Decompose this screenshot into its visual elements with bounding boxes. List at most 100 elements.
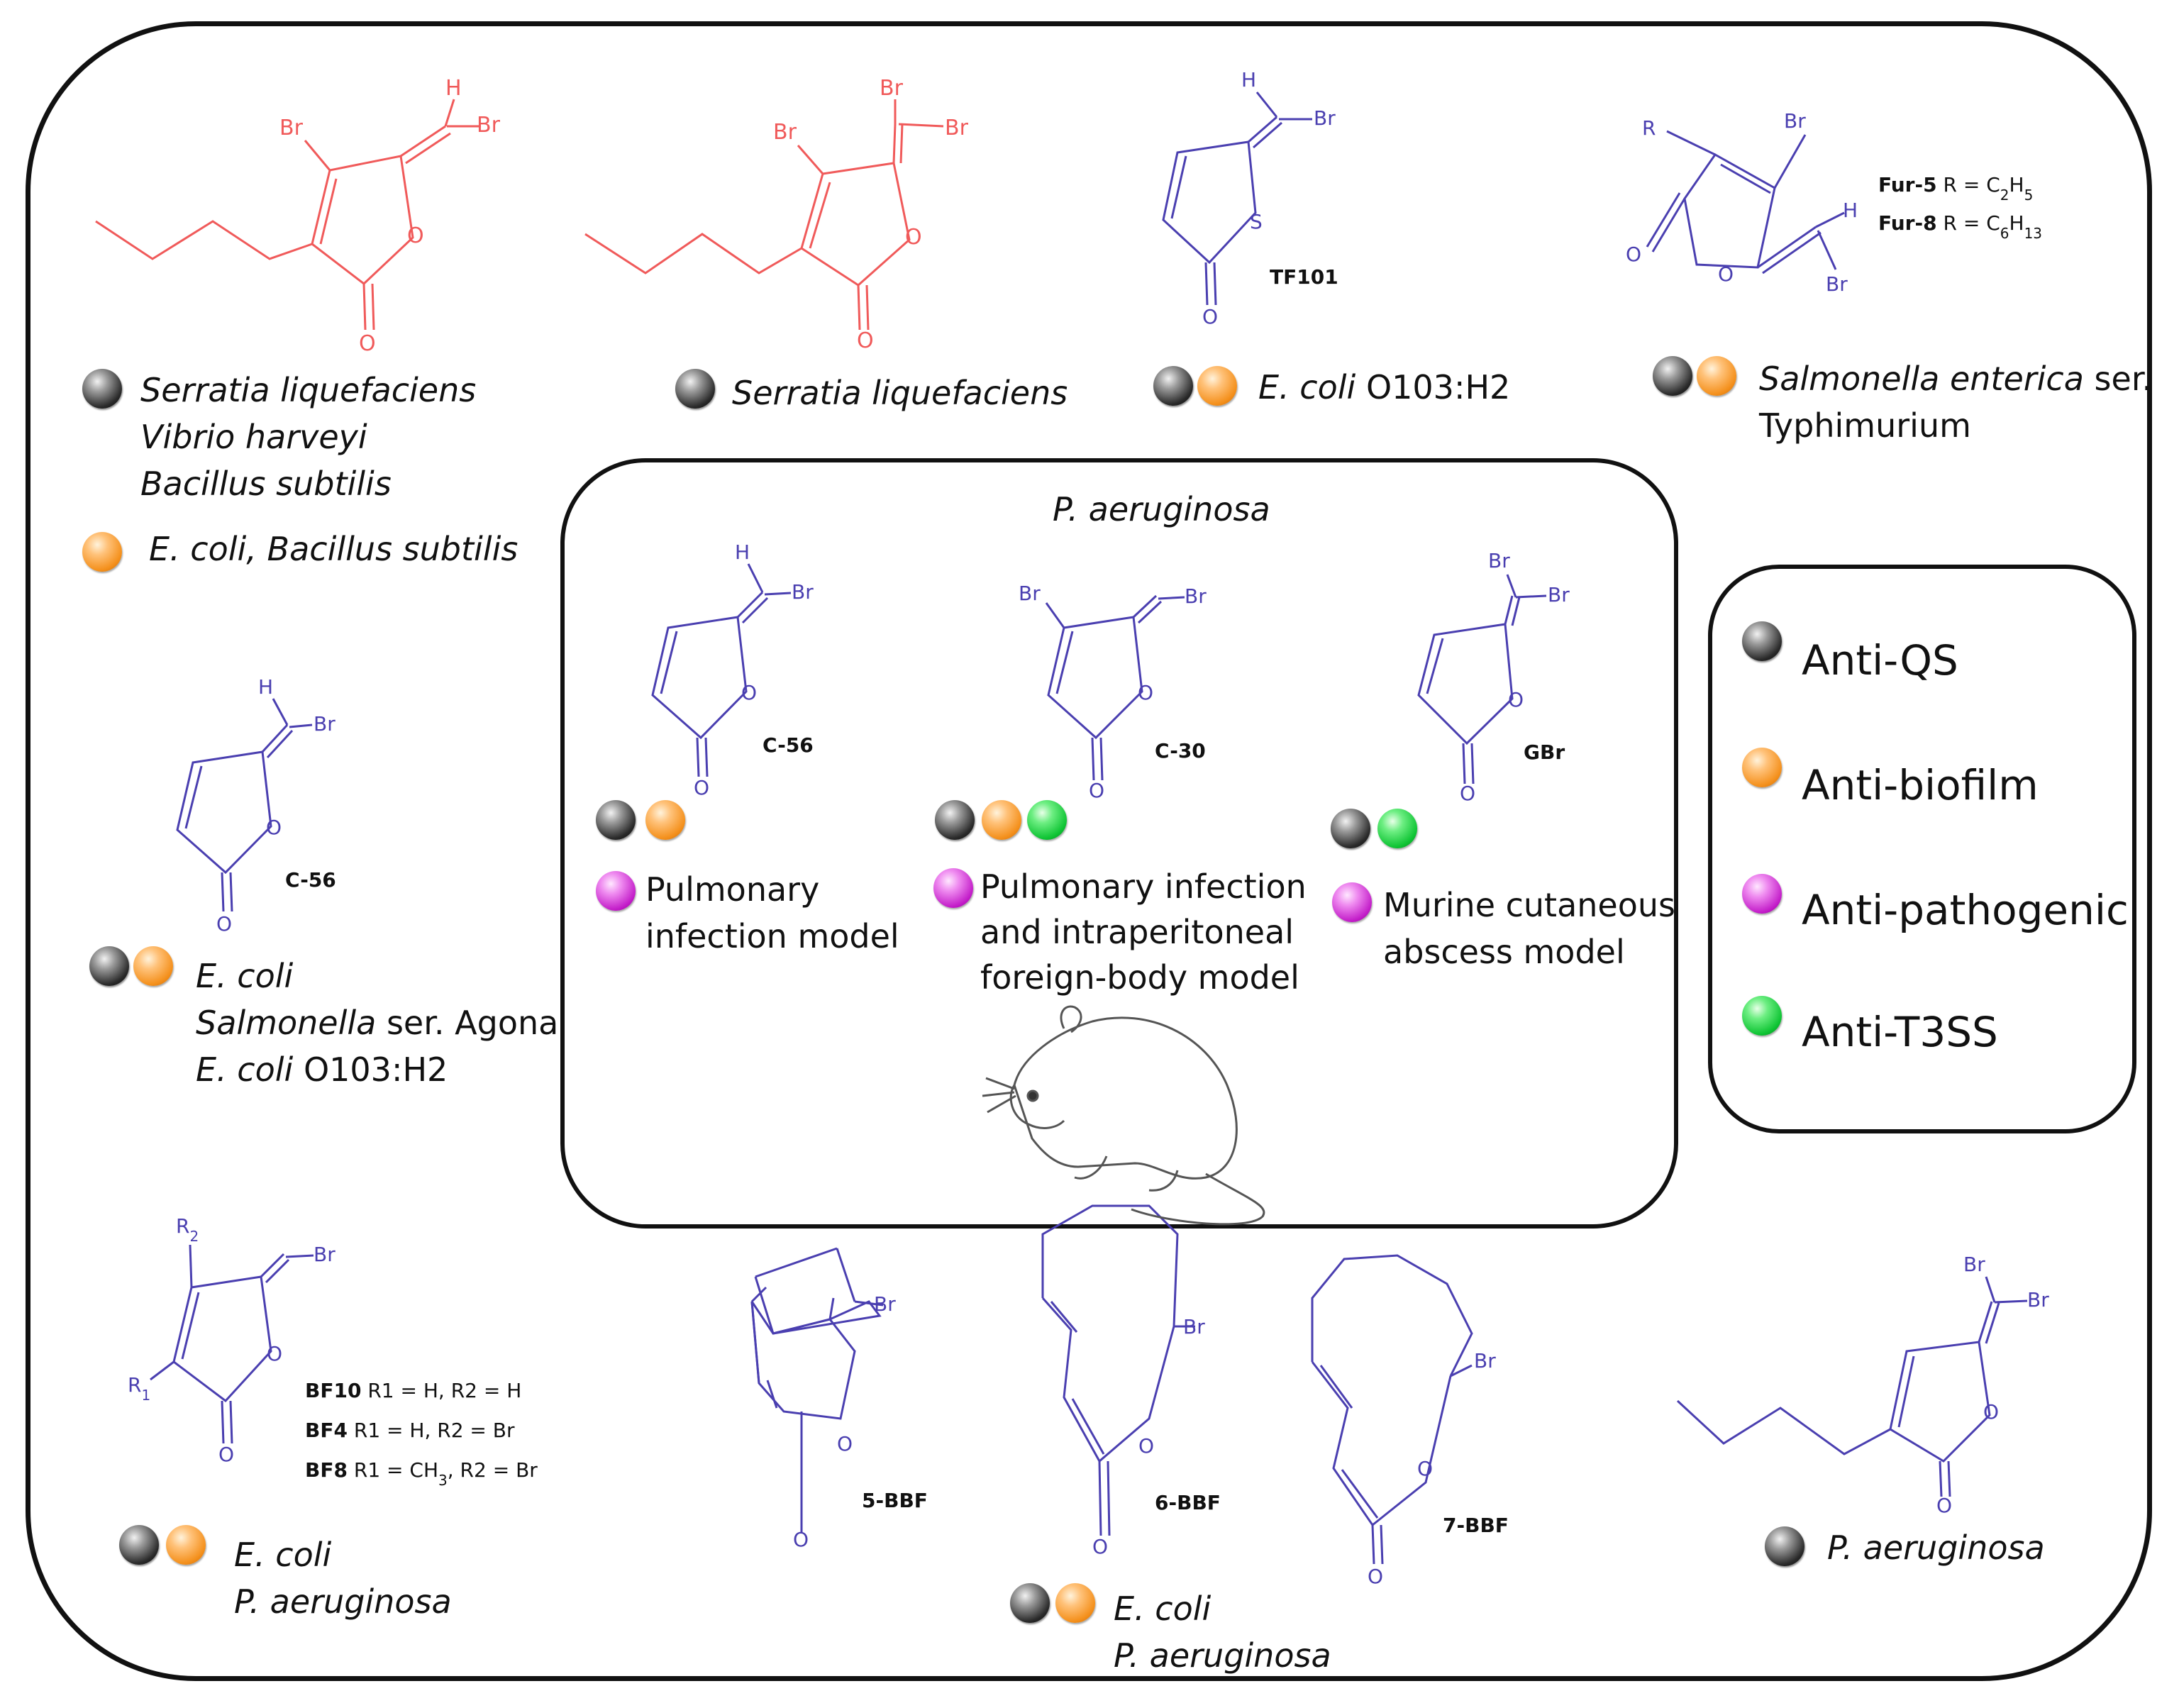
anti-biofilm-marker: [82, 532, 122, 572]
structure-red-2: [584, 99, 944, 331]
organism-ecoli-o103: E. coli O103:H2: [196, 1050, 448, 1089]
anti-biofilm-marker: [1697, 356, 1736, 396]
legend-anti-qs: Anti-QS: [1802, 636, 1958, 684]
atom-o: O: [1089, 779, 1104, 802]
compound-c56-inner-label: C-56: [763, 733, 814, 757]
atom-o: O: [837, 1432, 853, 1455]
atom-r2: R2: [176, 1214, 199, 1245]
legend-anti-qs-marker: [1742, 621, 1782, 661]
anti-qs-marker: [935, 800, 975, 840]
structure-c56-left: [176, 698, 313, 912]
model-pulmonary-line1: Pulmonary: [645, 870, 820, 909]
atom-o: O: [407, 223, 424, 248]
atom-o: O: [1092, 1535, 1108, 1558]
anti-qs-marker: [119, 1525, 159, 1565]
atom-o: O: [1936, 1494, 1952, 1517]
atom-br: Br: [945, 116, 969, 140]
anti-pathogenic-marker: [596, 871, 636, 911]
legend-anti-pathogenic: Anti-pathogenic: [1802, 886, 2129, 934]
atom-o: O: [1718, 262, 1734, 286]
atom-br: Br: [477, 113, 501, 138]
organism-ecoli: E. coli: [1114, 1590, 1212, 1628]
atom-br: Br: [1314, 106, 1336, 130]
anti-qs-marker: [675, 369, 715, 409]
atom-o: O: [857, 328, 874, 353]
organism-ecoli-bacillus: E. coli, Bacillus subtilis: [149, 530, 519, 568]
fur5-definition: Fur-5 R = C2H5: [1878, 173, 2033, 204]
model-intraperitoneal-line2: and intraperitoneal: [980, 913, 1294, 951]
organism-p-aeruginosa: P. aeruginosa: [1827, 1529, 2045, 1567]
atom-br: Br: [773, 120, 797, 145]
atom-br: Br: [1488, 549, 1510, 572]
bf4-definition: BF4 R1 = H, R2 = Br: [305, 1419, 515, 1442]
atom-o: O: [1138, 681, 1153, 704]
atom-br: Br: [314, 1243, 336, 1266]
organism-typhimurium: Typhimurium: [1759, 406, 1971, 445]
compound-c56-label: C-56: [285, 868, 336, 892]
structure-gbr: [1417, 574, 1547, 784]
atom-o: O: [793, 1528, 809, 1551]
structure-fur: [1646, 130, 1845, 274]
anti-biofilm-marker: [1197, 366, 1237, 406]
organism-salmonella-agona: Salmonella ser. Agona: [196, 1004, 559, 1042]
structure-blue-butyl: [1676, 1276, 2028, 1497]
atom-o: O: [905, 225, 922, 250]
atom-h: H: [445, 76, 462, 101]
atom-br: Br: [1474, 1349, 1496, 1372]
organism-salmonella-enterica: Salmonella enterica ser.: [1759, 360, 2153, 398]
anti-biofilm-marker: [982, 800, 1021, 840]
legend-anti-t3ss: Anti-T3SS: [1802, 1008, 1998, 1056]
atom-h: H: [258, 675, 273, 699]
atom-br: Br: [279, 116, 304, 140]
atom-r: R: [1642, 116, 1656, 140]
compound-6bbf-label: 6-BBF: [1155, 1491, 1221, 1514]
anti-biofilm-marker: [166, 1525, 206, 1565]
atom-s: S: [1250, 210, 1263, 233]
organism-p-aeruginosa: P. aeruginosa: [1114, 1636, 1331, 1675]
atom-br: Br: [874, 1292, 896, 1316]
atom-o: O: [1368, 1565, 1383, 1588]
anti-qs-marker: [1765, 1526, 1804, 1566]
fur8-definition: Fur-8 R = C6H13: [1878, 211, 2042, 242]
organism-p-aeruginosa: P. aeruginosa: [234, 1582, 452, 1621]
atom-o: O: [1460, 782, 1475, 805]
atom-br: Br: [2027, 1288, 2049, 1312]
atom-br: Br: [314, 712, 336, 736]
compound-c30-label: C-30: [1155, 739, 1206, 762]
organism-vibrio: Vibrio harveyi: [140, 418, 367, 456]
atom-h: H: [1241, 68, 1256, 92]
atom-h: H: [735, 540, 750, 564]
legend-anti-biofilm: Anti-biofilm: [1802, 761, 2039, 809]
organism-ecoli: E. coli: [234, 1536, 332, 1574]
legend-anti-biofilm-marker: [1742, 748, 1782, 787]
model-intraperitoneal-line3: foreign-body model: [980, 958, 1299, 997]
anti-t3ss-marker: [1027, 800, 1067, 840]
atom-br: Br: [1784, 109, 1806, 133]
in-vivo-title: P. aeruginosa: [1053, 490, 1270, 528]
anti-qs-marker: [596, 800, 636, 840]
structure-bf: [150, 1244, 314, 1444]
model-abscess-line1: Murine cutaneous: [1383, 886, 1676, 924]
structure-red-1: [95, 99, 481, 331]
atom-br: Br: [1185, 584, 1207, 608]
atom-o: O: [216, 912, 232, 936]
organism-ecoli-o103: E. coli O103:H2: [1258, 368, 1511, 406]
model-abscess-line2: abscess model: [1383, 933, 1625, 971]
anti-pathogenic-marker: [1332, 882, 1372, 922]
atom-r1: R1: [128, 1373, 150, 1404]
atom-o: O: [1626, 243, 1641, 266]
atom-br: Br: [792, 580, 814, 604]
outer-frame: [26, 21, 2152, 1681]
atom-o: O: [1138, 1434, 1154, 1458]
atom-o: O: [741, 681, 757, 704]
atom-br: Br: [1826, 272, 1848, 296]
organism-ecoli: E. coli: [196, 957, 294, 995]
bf8-definition: BF8 R1 = CH3, R2 = Br: [305, 1458, 538, 1489]
compound-tf101-label: TF101: [1270, 265, 1338, 289]
atom-o: O: [1983, 1400, 1999, 1424]
atom-o: O: [694, 776, 709, 799]
anti-pathogenic-marker: [933, 868, 973, 908]
anti-qs-marker: [82, 369, 122, 409]
anti-qs-marker: [89, 946, 129, 986]
atom-h: H: [1843, 199, 1858, 222]
